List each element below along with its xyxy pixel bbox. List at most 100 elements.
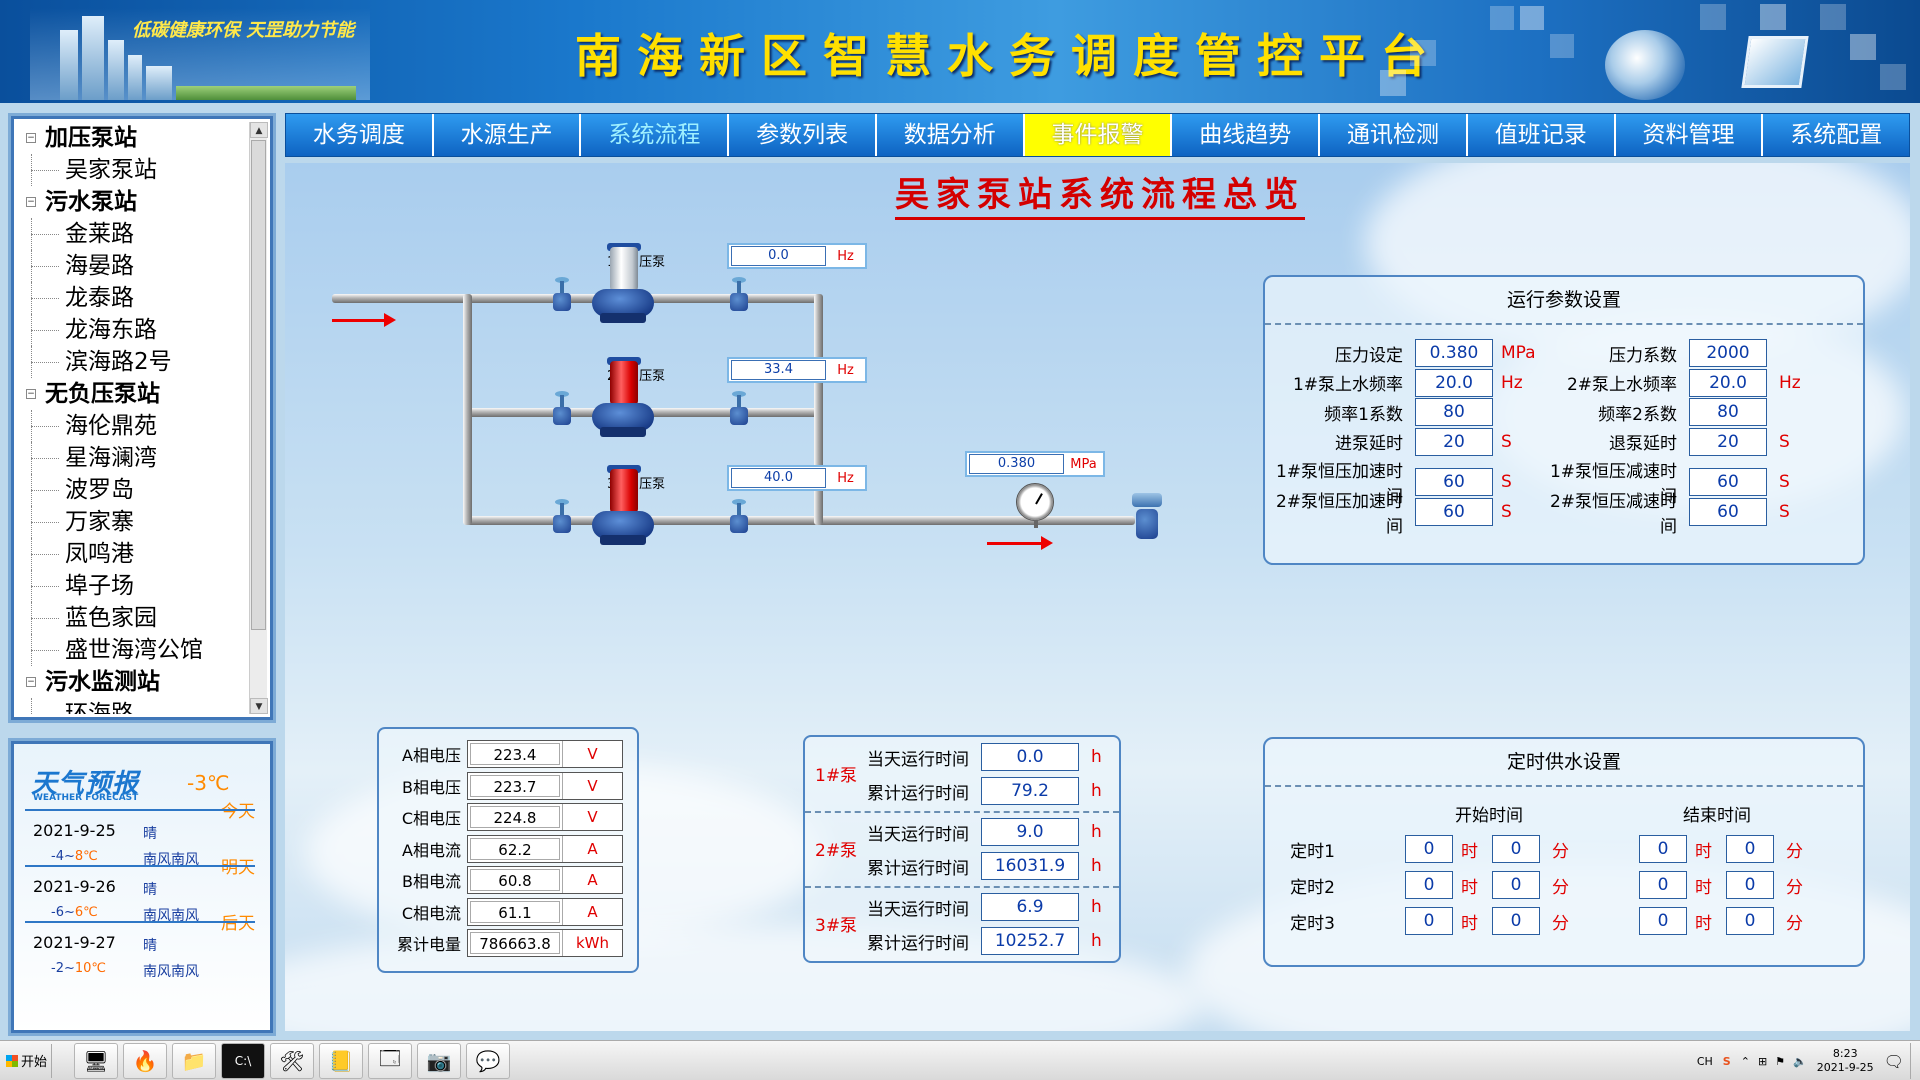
input-method-icon[interactable]: S	[1722, 1054, 1731, 1068]
inlet-valve-1[interactable]	[552, 277, 572, 311]
tab-1[interactable]: 水源生产	[434, 114, 582, 156]
tree-item-station[interactable]: 海晏路	[17, 250, 247, 282]
notification-icon[interactable]: 🗨	[1883, 1051, 1904, 1071]
tree-item-station[interactable]: 蓝色家园	[17, 602, 247, 634]
timer-end-hour[interactable]: 0	[1639, 871, 1687, 899]
param-value[interactable]: 60	[1689, 497, 1767, 526]
notebook-icon[interactable]: 📒	[319, 1042, 363, 1079]
tree-item-station[interactable]: 波罗岛	[17, 474, 247, 506]
outlet-pressure-value: 0.380	[969, 454, 1064, 474]
tree-item-station[interactable]: 海伦鼎苑	[17, 410, 247, 442]
pressure-gauge-icon	[1016, 483, 1054, 528]
collapse-icon[interactable]: −	[26, 133, 36, 143]
electric-valve-icon[interactable]	[1130, 493, 1164, 541]
tab-9[interactable]: 资料管理	[1616, 114, 1764, 156]
start-button[interactable]: 开始	[0, 1043, 52, 1078]
tab-3[interactable]: 参数列表	[729, 114, 877, 156]
tree-item-station[interactable]: 环海路	[17, 698, 247, 714]
show-desktop-icon[interactable]	[1910, 1043, 1920, 1079]
tree-item-station[interactable]: 金莱路	[17, 218, 247, 250]
timer-start-hour[interactable]: 0	[1405, 835, 1453, 863]
network-icon[interactable]: ⊞	[1757, 1054, 1768, 1068]
inlet-valve-3[interactable]	[552, 499, 572, 533]
timer-start-hour[interactable]: 0	[1405, 871, 1453, 899]
timer-end-hour[interactable]: 0	[1639, 835, 1687, 863]
tools-icon[interactable]: 🛠	[270, 1042, 314, 1079]
timer-end-minute[interactable]: 0	[1726, 871, 1774, 899]
param-label: 进泵延时	[1335, 434, 1403, 454]
language-indicator[interactable]: CH	[1696, 1054, 1713, 1068]
tab-4[interactable]: 数据分析	[877, 114, 1025, 156]
timer-start-minute[interactable]: 0	[1492, 871, 1540, 899]
tree-item-station[interactable]: 滨海路2号	[17, 346, 247, 378]
tree-item-station[interactable]: 龙海东路	[17, 314, 247, 346]
tab-6[interactable]: 曲线趋势	[1172, 114, 1321, 156]
tab-10[interactable]: 系统配置	[1790, 122, 1883, 148]
param-value[interactable]: 2000	[1689, 339, 1767, 367]
tab-0[interactable]: 水务调度	[286, 114, 434, 156]
wechat-icon[interactable]: 💬	[466, 1042, 510, 1079]
scroll-down-icon[interactable]: ▼	[250, 698, 268, 714]
electric-value: 224.8	[470, 806, 560, 828]
tree-item-station[interactable]: 埠子场	[17, 570, 247, 602]
tree-item-station[interactable]: 吴家泵站	[17, 154, 247, 186]
timer-end-minute[interactable]: 0	[1726, 835, 1774, 863]
flag-icon[interactable]: ⚑	[1775, 1054, 1786, 1068]
collapse-icon[interactable]: −	[26, 197, 36, 207]
outlet-valve-3[interactable]	[729, 499, 749, 533]
timer-start-minute[interactable]: 0	[1492, 835, 1540, 863]
app-window-icon[interactable]: 🗔	[368, 1042, 412, 1079]
tree-item-station[interactable]: 盛世海湾公馆	[17, 634, 247, 666]
tree-group[interactable]: −加压泵站	[17, 122, 247, 154]
pump-3-icon[interactable]	[588, 465, 658, 549]
outlet-valve-1[interactable]	[729, 277, 749, 311]
tab-8[interactable]: 值班记录	[1468, 114, 1616, 156]
tab-5[interactable]: 事件报警	[1024, 114, 1173, 156]
tray-expand-icon[interactable]: ⌃	[1740, 1054, 1750, 1068]
param-value[interactable]: 60	[1689, 468, 1767, 496]
timer-start-minute[interactable]: 0	[1492, 907, 1540, 935]
param-value[interactable]: 80	[1689, 398, 1767, 426]
tab-7[interactable]: 通讯检测	[1320, 114, 1468, 156]
timer-end-hour[interactable]: 0	[1639, 907, 1687, 935]
tree-item-station[interactable]: 龙泰路	[17, 282, 247, 314]
tree-scrollbar[interactable]: ▲ ▼	[249, 122, 268, 714]
tree-item-station[interactable]: 星海澜湾	[17, 442, 247, 474]
timer-end-minute[interactable]: 0	[1726, 907, 1774, 935]
inlet-valve-2[interactable]	[552, 391, 572, 425]
app-title: 南海新区智慧水务调度管控平台	[575, 29, 1443, 83]
param-value[interactable]: 20	[1415, 427, 1493, 456]
param-value[interactable]: 0.380	[1415, 339, 1493, 367]
collapse-icon[interactable]: −	[26, 389, 36, 399]
tree-item-station[interactable]: 凤鸣港	[17, 538, 247, 570]
tree-group[interactable]: −污水泵站	[17, 186, 247, 218]
param-value[interactable]: 20.0	[1415, 368, 1493, 397]
pump-2-icon[interactable]	[588, 357, 658, 441]
tree-group[interactable]: −污水监测站	[17, 666, 247, 698]
terminal-icon[interactable]: C:\	[221, 1042, 265, 1079]
param-value[interactable]: 20	[1689, 427, 1767, 456]
computer-icon[interactable]: 🖥	[74, 1042, 118, 1079]
param-value[interactable]: 20.0	[1689, 368, 1767, 397]
tree-group[interactable]: −无负压泵站	[17, 378, 247, 410]
param-value[interactable]: 80	[1415, 398, 1493, 426]
security-icon[interactable]: 🔥	[123, 1042, 167, 1079]
collapse-icon[interactable]: −	[26, 677, 36, 687]
volume-icon[interactable]: 🔈	[1793, 1054, 1807, 1068]
scroll-thumb[interactable]	[251, 140, 266, 630]
param-value[interactable]: 60	[1415, 468, 1493, 496]
param-value[interactable]: 60	[1415, 497, 1493, 526]
pump-1-icon[interactable]	[588, 243, 658, 327]
folder-icon[interactable]: 📁	[172, 1042, 216, 1079]
weather-divider	[25, 865, 255, 867]
timer-start-hour[interactable]: 0	[1405, 907, 1453, 935]
camera-icon[interactable]: 📷	[417, 1042, 461, 1079]
scroll-up-icon[interactable]: ▲	[250, 122, 268, 138]
electric-value: 223.4	[470, 743, 560, 765]
outlet-valve-2[interactable]	[729, 391, 749, 425]
tree-item-station[interactable]: 万家寨	[17, 506, 247, 538]
tab-2[interactable]: 系统流程	[581, 114, 730, 156]
